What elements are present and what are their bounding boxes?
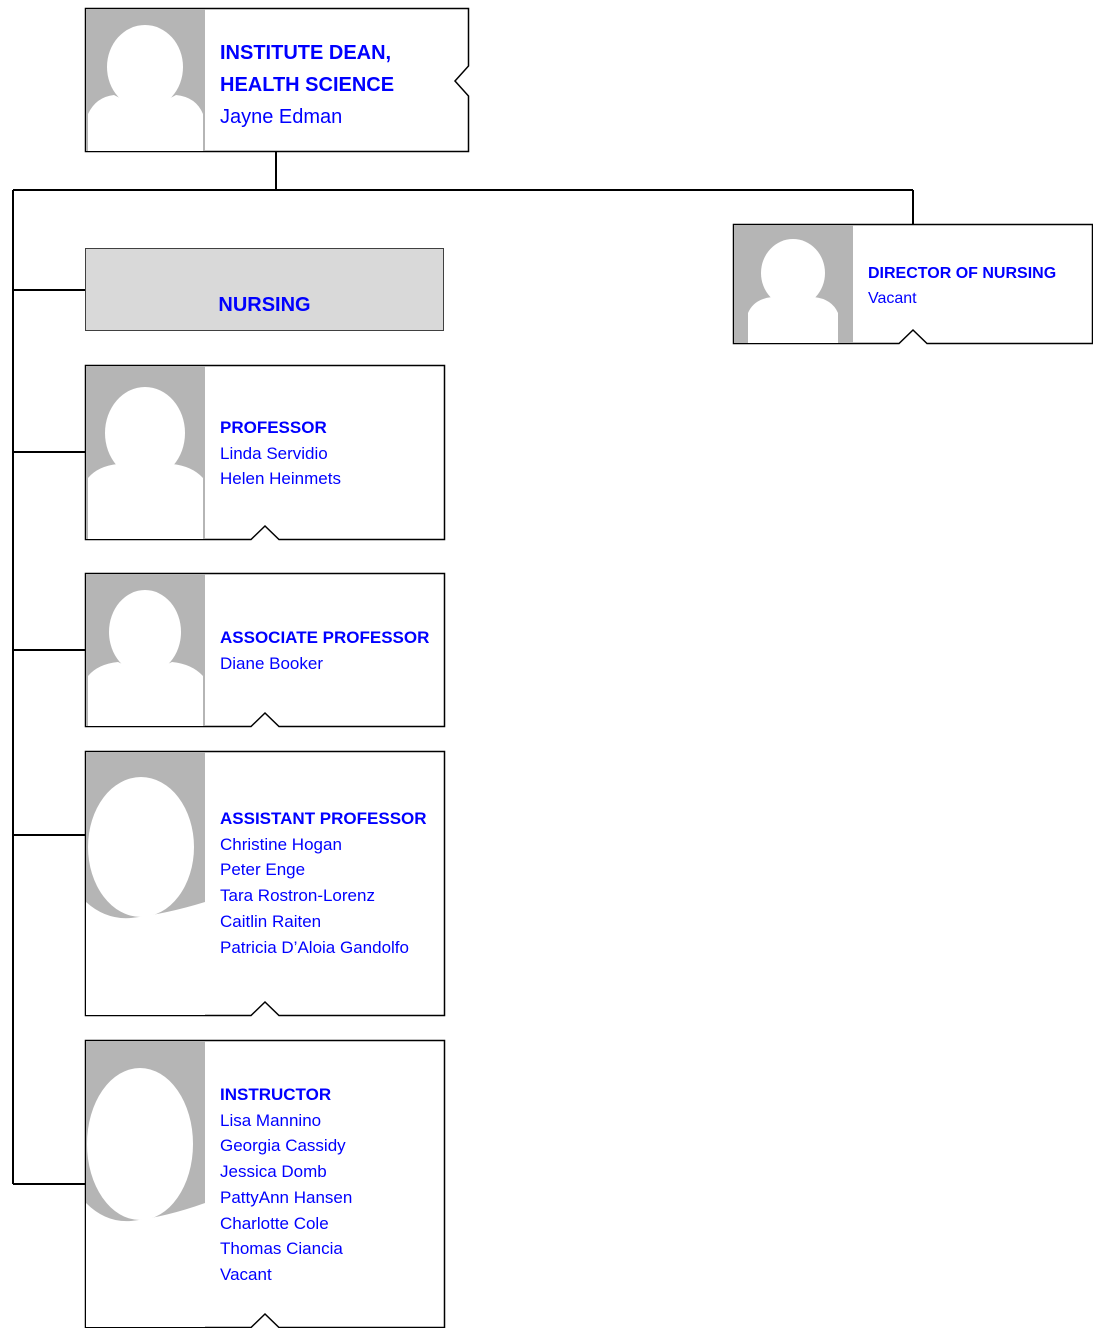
avatar-placeholder-icon [86,752,205,1015]
department-header: NURSING [85,248,444,331]
staff-name: Jessica Domb [220,1162,327,1182]
dean-node: INSTITUTE DEAN, HEALTH SCIENCE Jayne Edm… [84,7,470,153]
avatar-placeholder-icon [86,574,205,726]
dean-title: HEALTH SCIENCE [220,74,395,96]
staff-name: Helen Heinmets [220,469,341,488]
staff-name: Thomas Ciancia [220,1239,343,1259]
staff-name: Patricia D’Aloia Gandolfo [220,937,409,957]
department-label: NURSING [218,294,311,316]
avatar-placeholder-icon [86,9,205,151]
director-node: DIRECTOR OF NURSING Vacant [732,223,1093,345]
professor-title: PROFESSOR [220,418,327,437]
staff-name: Diane Booker [220,653,324,673]
dean-name: Jayne Edman [220,106,343,128]
assistant-professor-title: ASSISTANT PROFESSOR [220,809,427,828]
instructor-title: INSTRUCTOR [220,1085,332,1104]
associate-professor-title: ASSOCIATE PROFESSOR [220,628,430,647]
staff-name: Peter Enge [220,860,306,880]
director-title: DIRECTOR OF NURSING [868,265,1057,282]
avatar-placeholder-icon [734,225,853,343]
staff-name: Caitlin Raiten [220,911,322,931]
professor-node: PROFESSOR Linda Servidio Helen Heinmets [84,364,446,541]
staff-name: Georgia Cassidy [220,1136,346,1156]
staff-name: Tara Rostron-Lorenz [220,886,375,906]
instructor-node: INSTRUCTOR Lisa Mannino Georgia Cassidy … [84,1039,446,1328]
avatar-placeholder-icon [86,1041,205,1327]
staff-name: Lisa Mannino [220,1110,322,1130]
staff-name: Vacant [220,1264,272,1284]
staff-name: Charlotte Cole [220,1213,329,1233]
dean-title: INSTITUTE DEAN, [220,42,392,64]
director-name: Vacant [868,290,917,307]
staff-name: Linda Servidio [220,443,328,463]
staff-name: Christine Hogan [220,834,342,854]
assistant-professor-node: ASSISTANT PROFESSOR Christine Hogan Pete… [84,750,446,1017]
staff-name: PattyAnn Hansen [220,1187,353,1207]
associate-professor-node: ASSOCIATE PROFESSOR Diane Booker [84,572,446,728]
avatar-placeholder-icon [86,366,205,539]
